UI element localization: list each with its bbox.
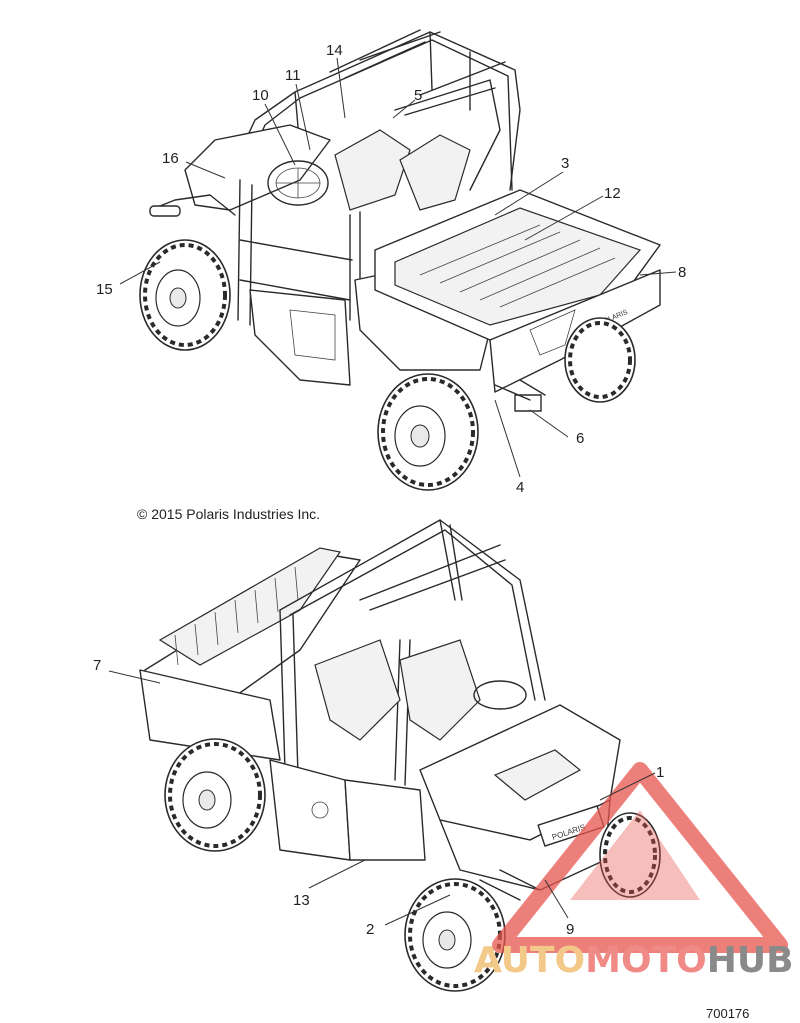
callout-2: 2 [366, 921, 374, 938]
upper-rear-right-wheel [564, 317, 636, 403]
callout-9: 9 [566, 921, 574, 938]
lower-front-right-wheel [599, 812, 661, 898]
watermark-logo [492, 762, 788, 953]
watermark-word-auto: AUTO [474, 940, 586, 981]
bed-side-slats [174, 566, 299, 666]
watermark-text: AUTOMOTOHUB [474, 940, 794, 981]
callout-10: 10 [252, 87, 269, 104]
leader-lines [108, 57, 677, 926]
upper-vehicle-rear-view: POLARIS [139, 29, 661, 491]
callout-16: 16 [162, 150, 179, 167]
watermark-triangle [492, 762, 788, 953]
callout-13: 13 [293, 892, 310, 909]
callout-6: 6 [576, 430, 584, 447]
callout-1: 1 [656, 764, 664, 781]
callout-7: 7 [93, 657, 101, 674]
callout-labels: 14 11 10 5 16 3 12 8 15 6 4 7 1 13 2 9 [93, 42, 686, 938]
watermark-word-hub: HUB [706, 940, 794, 981]
callout-8: 8 [678, 264, 686, 281]
lower-vehicle-front-view: POLARIS [139, 519, 661, 992]
upper-front-wheel [139, 239, 231, 351]
lower-rear-wheel [164, 738, 266, 852]
callout-12: 12 [604, 185, 621, 202]
bed-floor-ribs [419, 224, 616, 308]
figure-number: 700176 [706, 1006, 750, 1021]
lower-front-wheel [404, 878, 506, 992]
callout-14: 14 [326, 42, 343, 59]
callout-3: 3 [561, 155, 569, 172]
copyright-notice: © 2015 Polaris Industries Inc. [137, 506, 321, 522]
callout-5: 5 [414, 87, 422, 104]
watermark-word-moto: MOTO [585, 940, 707, 981]
callout-4: 4 [516, 479, 524, 496]
callout-11: 11 [285, 67, 301, 84]
upper-rear-wheel [377, 373, 479, 491]
callout-15: 15 [96, 281, 113, 298]
